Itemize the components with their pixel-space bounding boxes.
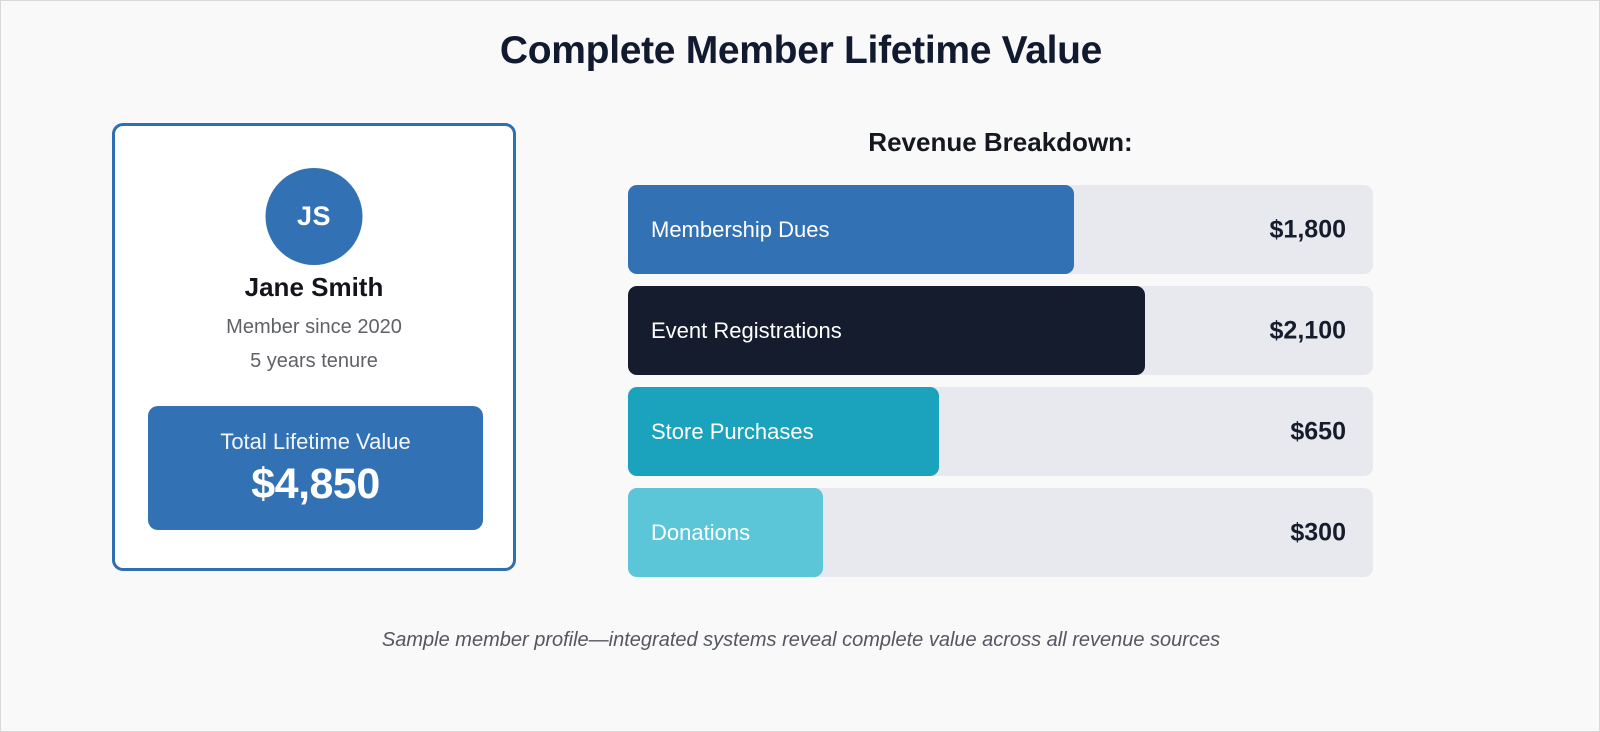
revenue-bar-label: Donations [651, 519, 751, 545]
member-since-text: Member since 2020 [226, 316, 402, 338]
revenue-bar-row: Donations $300 [628, 488, 1373, 577]
total-lifetime-value-amount: $4,850 [251, 459, 380, 508]
footer-caption: Sample member profile—integrated systems… [381, 629, 1221, 651]
total-lifetime-value-box: Total Lifetime Value $4,850 [148, 406, 483, 530]
revenue-bar-fill: Event Registrations [628, 286, 1146, 375]
revenue-bar-label: Membership Dues [651, 216, 830, 242]
revenue-bar-amount: $1,800 [1269, 215, 1346, 243]
member-name: Jane Smith [244, 272, 384, 302]
revenue-bar-row: Store Purchases $650 [628, 387, 1373, 476]
member-tenure-text: 5 years tenure [250, 350, 378, 372]
member-profile-card: JS Jane Smith Member since 2020 5 years … [112, 123, 516, 571]
revenue-bar-label: Event Registrations [651, 317, 842, 343]
revenue-bar-fill: Donations [628, 488, 824, 577]
revenue-breakdown-heading: Revenue Breakdown: [868, 127, 1133, 157]
revenue-bar-label: Store Purchases [651, 418, 814, 444]
avatar: JS [265, 168, 363, 265]
total-lifetime-value-label: Total Lifetime Value [220, 428, 411, 454]
revenue-breakdown-chart: Membership Dues $1,800 Event Registratio… [628, 185, 1373, 577]
revenue-bar-row: Event Registrations $2,100 [628, 286, 1373, 375]
page-title: Complete Member Lifetime Value [499, 29, 1103, 72]
revenue-bar-amount: $650 [1290, 417, 1346, 445]
revenue-bar-amount: $300 [1290, 518, 1346, 546]
revenue-bar-amount: $2,100 [1269, 316, 1346, 344]
revenue-bar-fill: Store Purchases [628, 387, 939, 476]
revenue-bar-fill: Membership Dues [628, 185, 1075, 274]
revenue-bar-row: Membership Dues $1,800 [628, 185, 1373, 274]
